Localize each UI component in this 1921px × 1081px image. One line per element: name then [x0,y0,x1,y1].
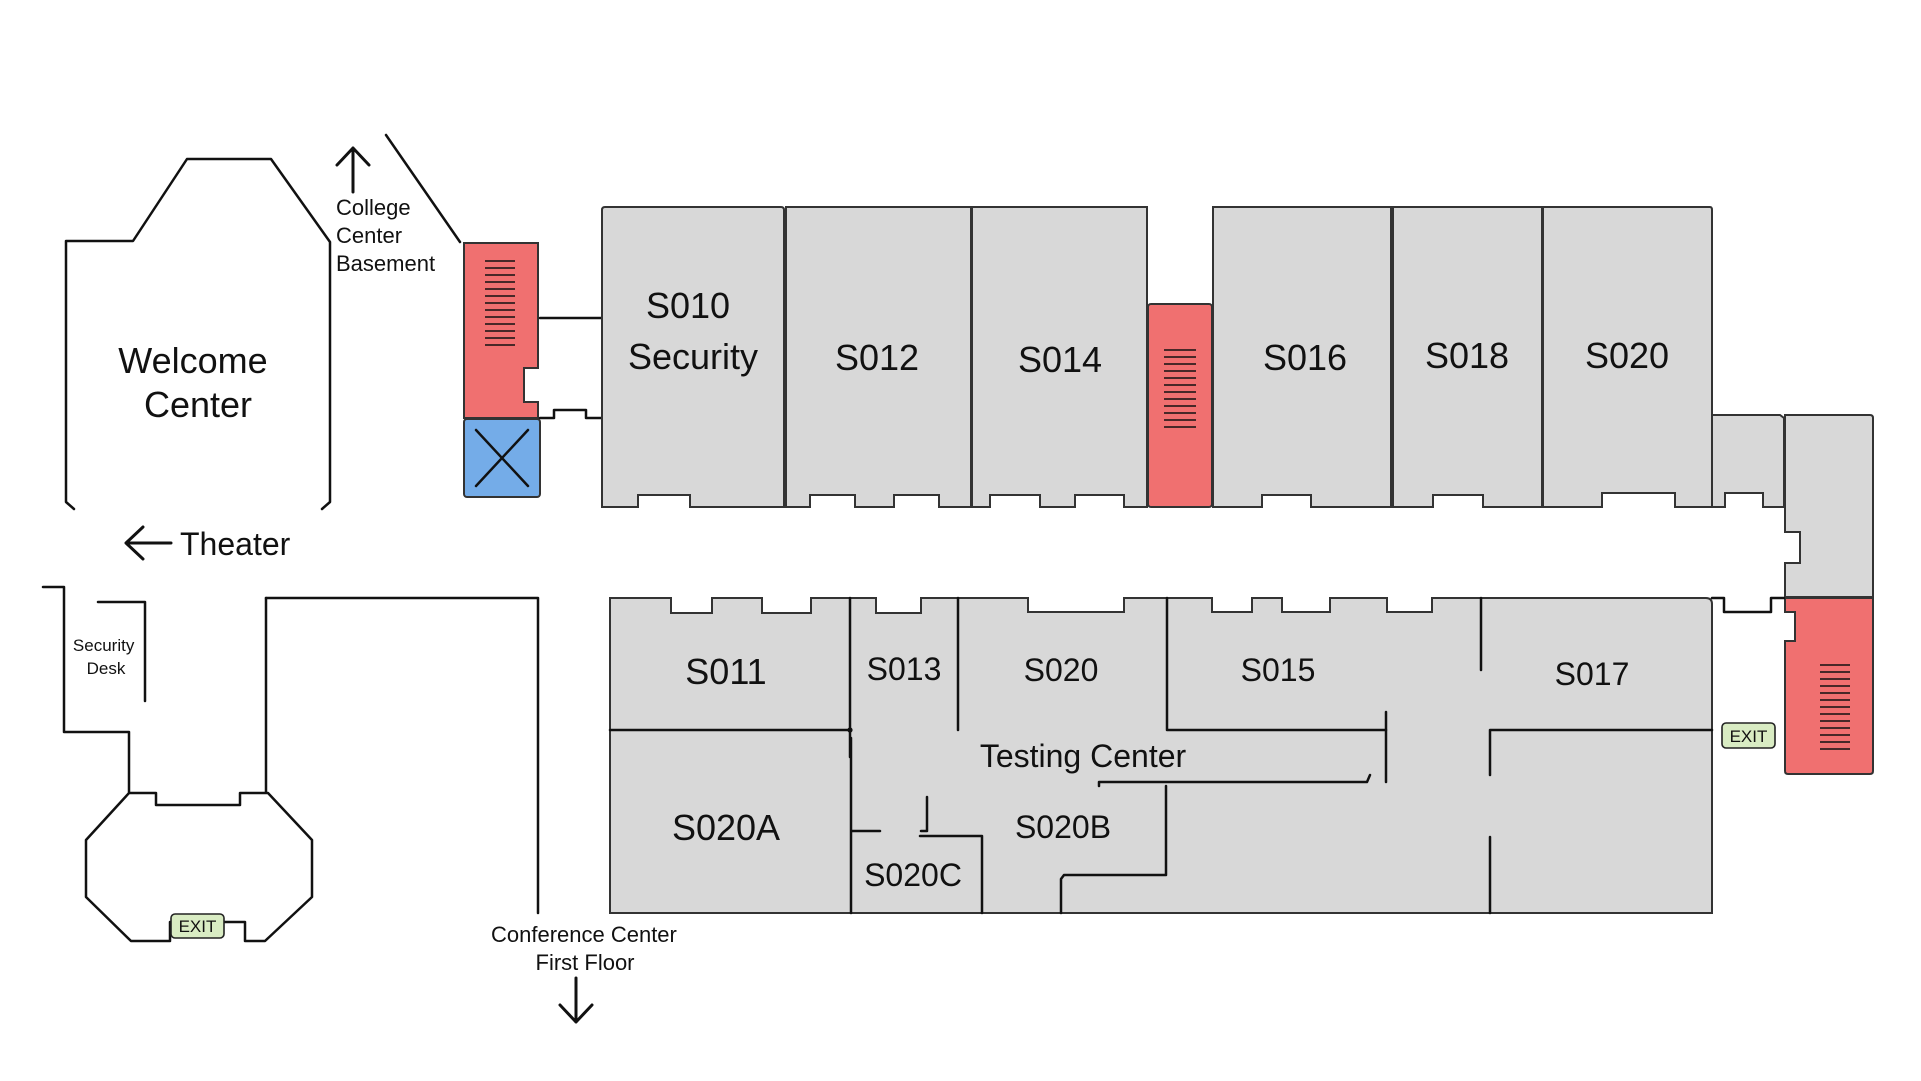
room-s015: S015 [1241,652,1316,688]
room-s017: S017 [1555,656,1630,692]
security-desk-east-wall [264,596,540,915]
arrow-left-icon [124,525,173,561]
exit-sign-east: EXIT [1721,722,1776,749]
room-s020c: S020C [864,857,962,893]
corridor-connector-walls [538,316,604,420]
room-s011: S011 [685,651,766,692]
elevator-icon [463,418,541,498]
security-desk-counter [96,600,147,703]
conference-center-label: Conference Center First Floor [491,922,683,975]
svg-text:S020: S020 [1585,335,1669,376]
arrow-up-icon [335,146,371,194]
testing-center-label: Testing Center [980,738,1187,774]
theater-label: Theater [180,526,291,562]
exit-sign-west: EXIT [170,913,225,939]
room-s018: S018 [1392,206,1543,508]
arrow-down-icon [558,976,594,1024]
svg-text:S018: S018 [1425,335,1509,376]
room-s020-north: S020 [1542,206,1713,508]
room-s013: S013 [867,651,942,687]
room-s020b: S020B [1015,809,1111,845]
room-s014: S014 [971,206,1148,508]
east-corridor-room [1711,414,1785,508]
svg-text:EXIT: EXIT [1730,727,1768,746]
stairs-icon-east [1784,597,1874,775]
junction-dot [847,727,853,733]
room-s010: S010 Security [601,206,785,508]
security-desk-outline [41,585,314,943]
south-block-interior-walls [608,596,1714,915]
svg-text:S012: S012 [835,337,919,378]
svg-text:S014: S014 [1018,339,1102,380]
security-desk-label: Security Desk [73,636,139,678]
svg-text:EXIT: EXIT [179,917,217,936]
college-center-label: College Center Basement [336,195,435,276]
east-stair-hall [1784,414,1874,598]
room-s020-south: S020 [1024,652,1099,688]
college-center-wall [384,133,462,244]
svg-text:S010 Security: S010 Security [628,285,758,377]
south-block [609,597,1713,914]
room-s016: S016 [1212,206,1392,508]
east-corridor-walls [1710,596,1786,614]
room-s020a: S020A [672,807,780,848]
svg-text:S016: S016 [1263,337,1347,378]
room-s012: S012 [785,206,972,508]
welcome-center-label: Welcome Center [118,340,277,425]
stairs-icon-north [1147,303,1213,508]
welcome-center-outline [64,157,332,511]
stairs-icon-west [463,242,539,419]
